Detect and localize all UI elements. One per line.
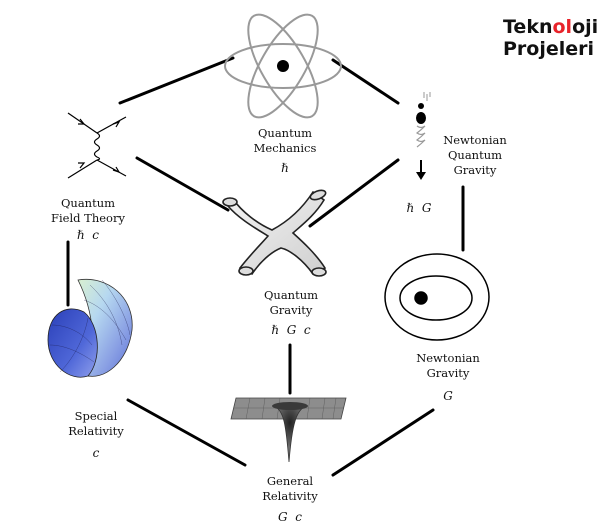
lorentz-cone-icon [47, 278, 133, 378]
node-newtonian-gravity-constants: G [443, 389, 453, 403]
atom-icon [224, 13, 342, 119]
sr-title-line-2: Relativity [68, 424, 124, 438]
qft-title-line-1: Quantum [60, 196, 116, 210]
spacetime-tube-icon [222, 189, 327, 277]
nqg-title-line-1: Newtonian [443, 133, 507, 147]
sr-title-line-1: Special [74, 409, 118, 423]
qft-title-line-2: Field Theory [51, 211, 125, 225]
node-quantum-gravity-title: Quantum Gravity [252, 288, 330, 318]
gravity-well-icon [230, 397, 347, 463]
brand-line-1: Teknoloji [503, 16, 598, 38]
brand-line-1-part-a: Tekn [503, 16, 553, 38]
node-quantum-field-theory-title: Quantum Field Theory [38, 196, 138, 226]
node-general-relativity-constants: G c [278, 510, 302, 524]
node-newtonian-quantum-gravity-constants: ℏ G [406, 201, 432, 215]
node-quantum-mechanics-title: Quantum Mechanics [238, 126, 332, 156]
ng-title-line-1: Newtonian [416, 351, 480, 365]
feynman-diagram-icon [67, 112, 127, 179]
brand-logo-text: Teknoloji Projeleri [503, 16, 598, 60]
edge-qft-qg [135, 156, 230, 212]
node-special-relativity-constants: c [92, 446, 100, 460]
node-newtonian-quantum-gravity-title: Newtonian Quantum Gravity [435, 133, 515, 178]
node-newtonian-gravity-title: Newtonian Gravity [408, 351, 488, 381]
edge-nqg-qg [308, 158, 400, 228]
node-general-relativity-title: General Relativity [250, 474, 330, 504]
nqg-title-line-2: Quantum [447, 148, 503, 162]
brand-line-1-part-c: oji [572, 16, 599, 38]
ng-title-line-2: Gravity [426, 366, 470, 380]
connector-lines [66, 56, 465, 477]
qg-title-line-1: Quantum [263, 288, 319, 302]
orbit-icon [384, 253, 490, 341]
qm-title-line-1: Quantum [257, 126, 313, 140]
nqg-title-line-3: Gravity [453, 163, 497, 177]
edge-qm-nqg [331, 58, 400, 105]
edge-qm-qft [118, 56, 235, 105]
brand-line-1-part-b: ol [552, 16, 573, 38]
node-quantum-field-theory-constants: ℏ c [76, 228, 100, 242]
qm-title-line-2: Mechanics [253, 141, 317, 155]
edge-sr-gr [126, 398, 247, 467]
node-quantum-mechanics-constants: ℏ [281, 161, 289, 175]
edge-ng-gr [331, 408, 435, 477]
gr-title-line-2: Relativity [262, 489, 318, 503]
node-quantum-gravity-constants: ℏ G c [271, 323, 311, 337]
qg-title-line-2: Gravity [269, 303, 313, 317]
gr-title-line-1: General [266, 474, 314, 488]
node-special-relativity-title: Special Relativity [56, 409, 136, 439]
falling-particle-icon [415, 92, 431, 180]
brand-line-2: Projeleri [503, 38, 595, 60]
